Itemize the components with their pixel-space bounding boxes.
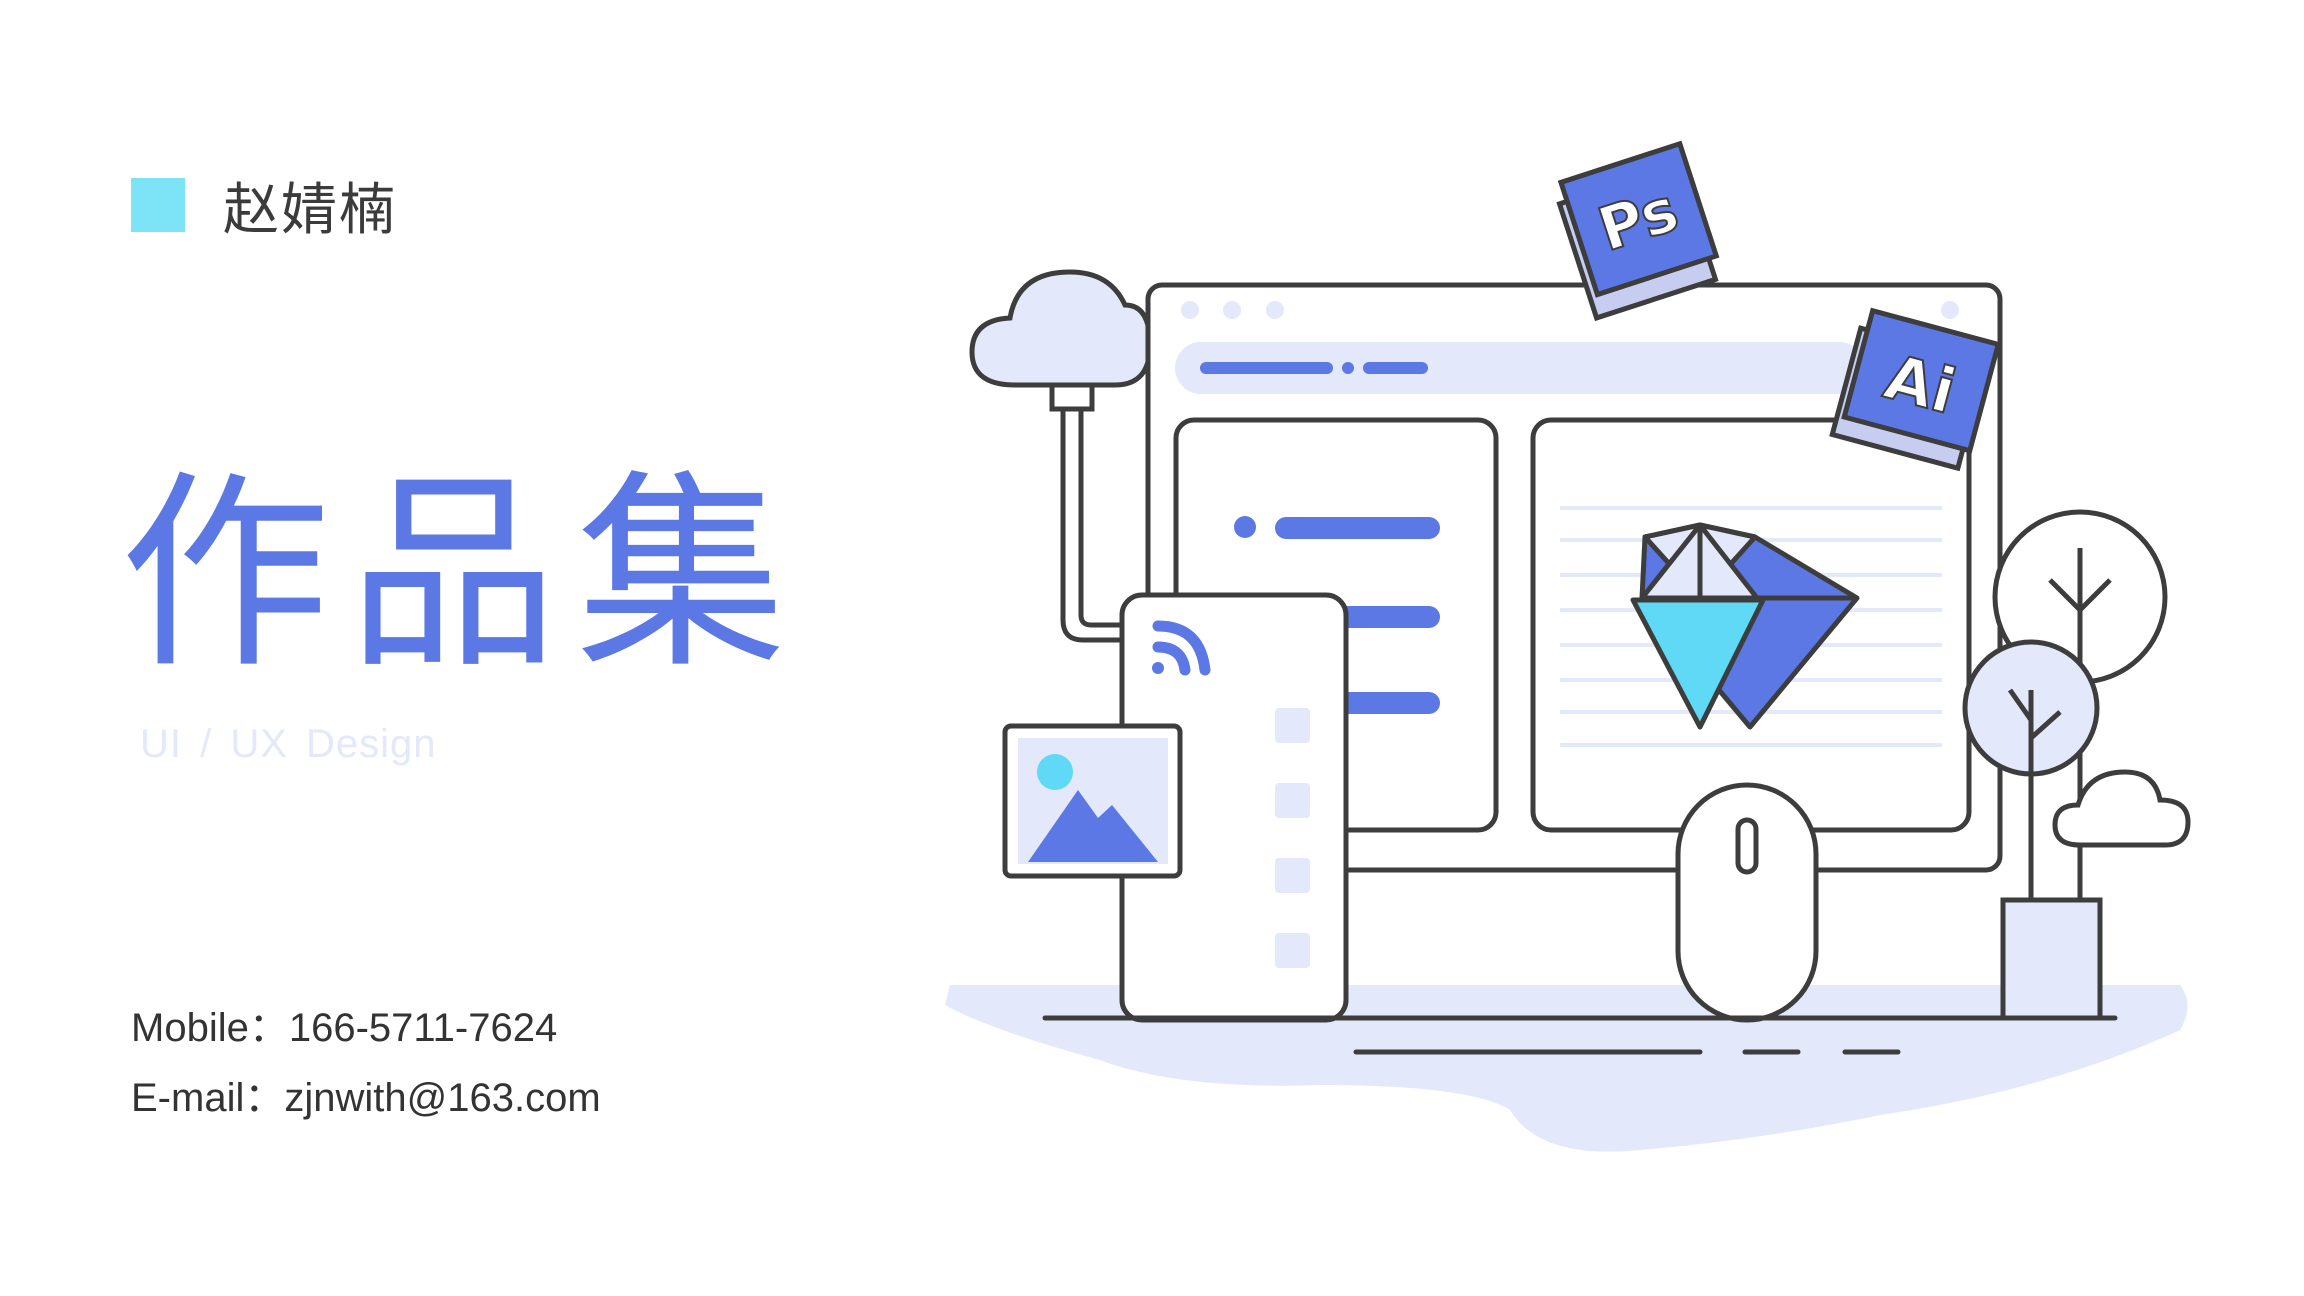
- small-cloud-icon: [2052, 769, 2191, 848]
- name-marker: [131, 178, 185, 232]
- page-title: 作品集: [120, 452, 805, 697]
- browser-window-icon: [1145, 282, 2003, 873]
- tree-icon: [1962, 509, 2168, 1021]
- workspace-illustration: Ps Ai: [945, 140, 2191, 1152]
- image-icon: [1002, 723, 1183, 879]
- photoshop-icon: Ps: [1556, 140, 1720, 322]
- email-value: zjnwith@163.com: [284, 1076, 601, 1120]
- desk-lines: [1042, 1015, 2118, 1055]
- contact-mobile: Mobile：166-5711-7624: [131, 995, 557, 1053]
- mouse-icon: [1675, 782, 1819, 1023]
- page-subtitle: UI / UX Design: [140, 722, 437, 766]
- name-block: 赵婧楠: [131, 165, 397, 245]
- cloud-icon: [969, 269, 1153, 643]
- contact-email: E-mail：zjnwith@163.com: [131, 1065, 601, 1123]
- mobile-label: Mobile：: [131, 1006, 289, 1050]
- sketch-diamond-icon: [1630, 522, 1860, 730]
- mobile-value: 166-5711-7624: [288, 1006, 558, 1050]
- author-name: 赵婧楠: [223, 177, 397, 243]
- illustrator-icon: Ai: [1829, 307, 2002, 472]
- email-label: E-mail：: [131, 1076, 285, 1120]
- wifi-icon: [1152, 620, 1211, 676]
- ground-shadow: [945, 985, 2188, 1152]
